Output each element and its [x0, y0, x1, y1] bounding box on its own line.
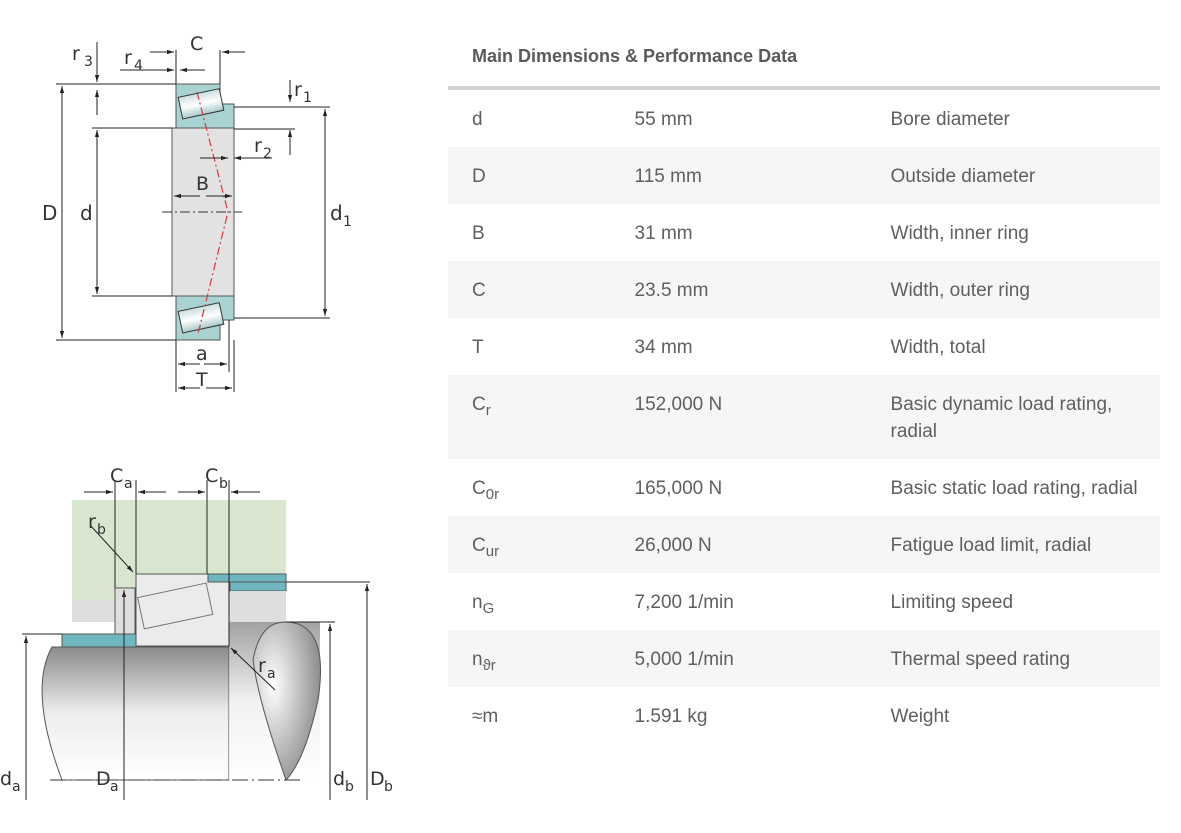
label-a: a — [196, 343, 208, 365]
row-description: Width, inner ring — [890, 223, 1029, 244]
row-description: Fatigue load limit, radial — [890, 535, 1092, 556]
row-value: 115 mm — [634, 166, 702, 187]
row-value: 31 mm — [634, 223, 693, 244]
row-value: 26,000 N — [634, 535, 712, 556]
row-symbol: nG — [448, 573, 635, 630]
svg-text:4: 4 — [134, 58, 143, 74]
label-Cb: C — [205, 465, 218, 487]
symbol-subscript: ur — [485, 543, 500, 560]
row-description: Width, outer ring — [890, 280, 1030, 301]
row-description: Basic dynamic load rating, radial — [890, 394, 1113, 442]
row-value: 152,000 N — [634, 394, 723, 415]
symbol-text: C — [472, 280, 486, 301]
row-symbol: d — [448, 90, 635, 147]
dimensions-panel: Main Dimensions & Performance Data d 55 m… — [448, 30, 1160, 744]
row-symbol: T — [448, 318, 635, 375]
svg-text:1: 1 — [303, 90, 312, 106]
symbol-text: C — [472, 478, 486, 499]
label-db: d — [333, 768, 345, 790]
svg-text:a: a — [267, 666, 276, 682]
title-divider — [448, 86, 1160, 90]
row-value: 7,200 1/min — [634, 592, 734, 613]
row-value: 55 mm — [634, 109, 693, 130]
row-symbol: B — [448, 204, 635, 261]
svg-text:3: 3 — [84, 54, 93, 70]
row-value: 23.5 mm — [634, 280, 709, 301]
row-description: Basic static load rating, radial — [890, 478, 1138, 499]
symbol-text: C — [472, 394, 486, 415]
label-ra: r — [258, 655, 266, 677]
symbol-subscript: G — [482, 600, 495, 617]
row-symbol: C0r — [448, 459, 635, 516]
svg-text:a: a — [110, 779, 119, 795]
svg-text:2: 2 — [263, 146, 272, 162]
table-row: T 34 mm Width, total — [448, 318, 1160, 375]
symbol-text: B — [472, 223, 485, 244]
label-T: T — [195, 369, 208, 391]
label-Da: D — [96, 768, 111, 790]
symbol-subscript: r — [485, 402, 491, 419]
symbol-text: ≈m — [472, 706, 499, 727]
svg-text:b: b — [219, 476, 228, 492]
row-symbol: Cur — [448, 516, 635, 573]
label-rb: r — [88, 511, 96, 533]
row-description: Width, total — [890, 337, 986, 358]
row-value: 165,000 N — [634, 478, 723, 499]
symbol-subscript: 0r — [485, 486, 500, 503]
label-da: d — [0, 768, 12, 790]
symbol-text: D — [472, 166, 486, 187]
label-Db: D — [370, 768, 385, 790]
label-r4: r — [124, 47, 132, 69]
row-value: 5,000 1/min — [634, 649, 734, 670]
table-row: D 115 mm Outside diameter — [448, 147, 1160, 204]
svg-text:b: b — [384, 779, 393, 795]
label-D: D — [42, 201, 57, 225]
symbol-text: T — [472, 337, 484, 358]
row-symbol: Cr — [448, 375, 635, 459]
row-symbol: C — [448, 261, 635, 318]
row-symbol: D — [448, 147, 635, 204]
row-value: 1.591 kg — [634, 706, 708, 727]
symbol-subscript: ϑr — [482, 657, 496, 674]
svg-text:b: b — [97, 522, 106, 538]
label-r2: r — [254, 135, 262, 157]
table-row: d 55 mm Bore diameter — [448, 90, 1160, 147]
row-description: Weight — [890, 706, 950, 727]
svg-text:b: b — [345, 779, 354, 795]
label-d1: d — [330, 201, 343, 225]
row-symbol: ≈m — [448, 687, 635, 744]
label-Ca: C — [110, 465, 123, 487]
table-row: ≈m 1.591 kg Weight — [448, 687, 1160, 744]
row-description: Outside diameter — [890, 166, 1036, 187]
svg-text:a: a — [124, 476, 133, 492]
symbol-text: n — [472, 592, 483, 613]
symbol-text: C — [472, 535, 486, 556]
label-C: C — [190, 33, 203, 55]
label-r3: r — [72, 43, 80, 65]
row-description: Limiting speed — [890, 592, 1014, 613]
symbol-text: d — [472, 109, 483, 130]
table-row: B 31 mm Width, inner ring — [448, 204, 1160, 261]
row-symbol: nϑr — [448, 630, 635, 687]
row-description: Thermal speed rating — [890, 649, 1071, 670]
label-d: d — [80, 201, 93, 225]
label-B: B — [196, 173, 209, 195]
row-value: 34 mm — [634, 337, 693, 358]
svg-text:1: 1 — [343, 214, 352, 230]
shaft — [41, 646, 230, 781]
panel-title: Main Dimensions & Performance Data — [472, 46, 798, 66]
label-r1: r — [294, 79, 302, 101]
table-row: C 23.5 mm Width, outer ring — [448, 261, 1160, 318]
symbol-text: n — [472, 649, 483, 670]
row-description: Bore diameter — [890, 109, 1010, 130]
svg-text:a: a — [12, 779, 21, 795]
